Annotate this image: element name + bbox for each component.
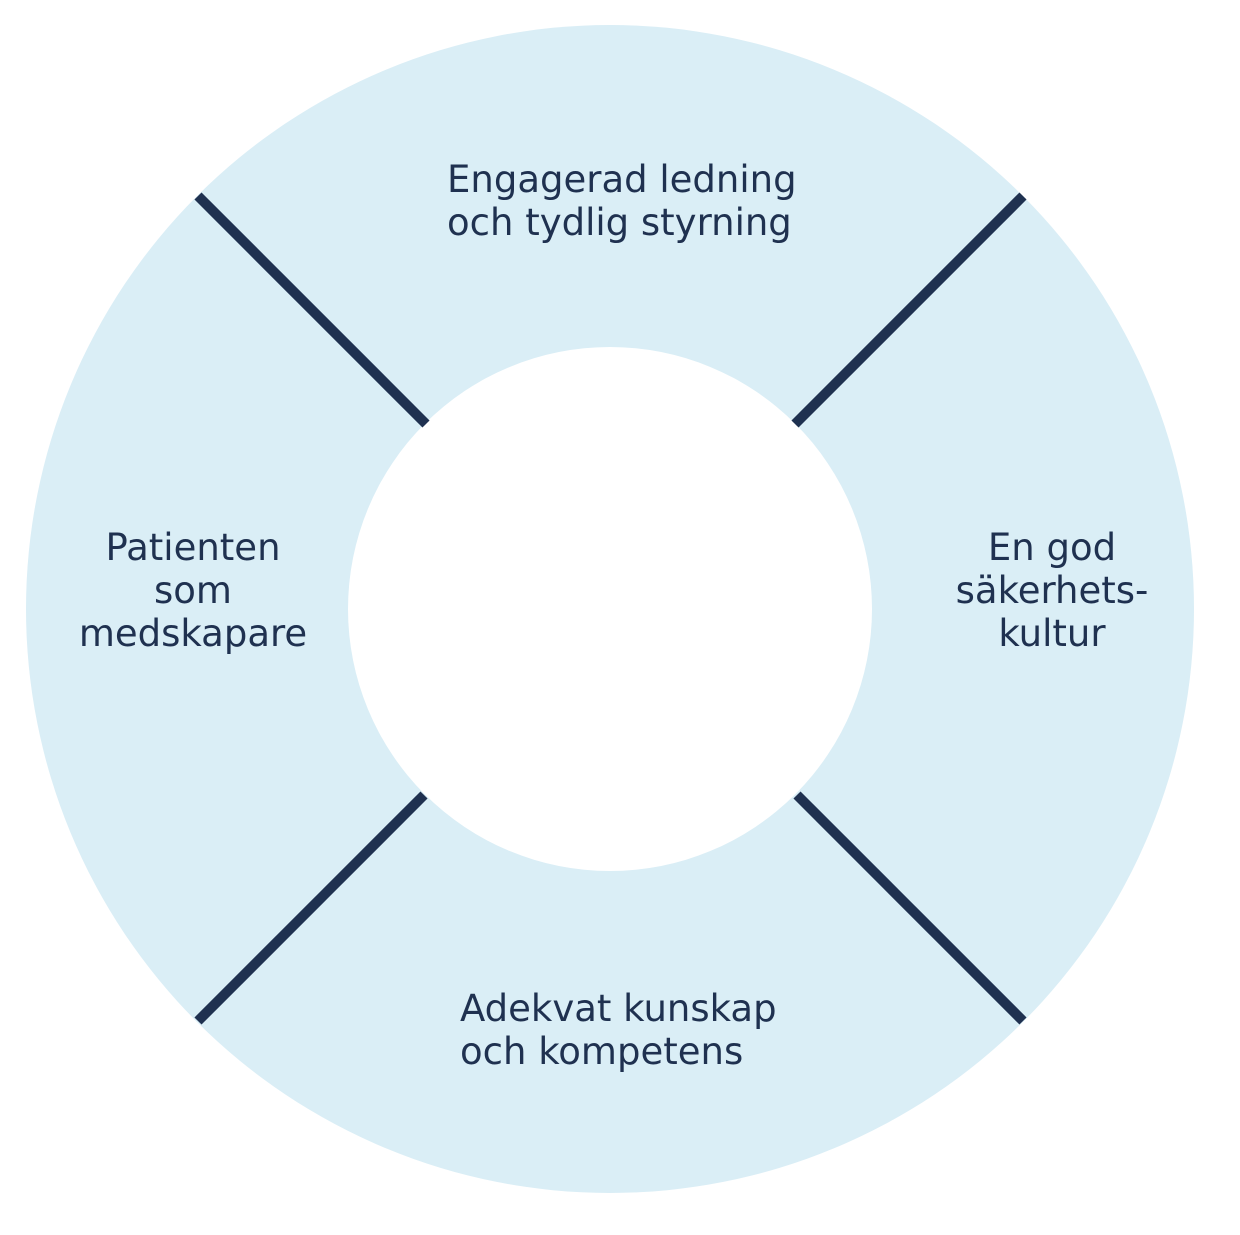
divider-bottom-left [194,791,428,1025]
divider-bottom-right [793,791,1027,1025]
segment-label-line: Engagerad ledning [447,158,797,201]
segment-label-bottom: Adekvat kunskap och kompetens [460,987,777,1073]
divider-top-left [194,192,430,428]
segment-label-line: kultur [998,612,1106,655]
segment-label-line: Adekvat kunskap [460,987,777,1030]
center-hole [348,347,872,871]
segment-label-line: säkerhets- [955,569,1149,612]
segment-label-line: som [154,569,232,612]
segment-label-line: En god [987,526,1117,569]
segment-label-line: och tydlig styrning [447,201,792,244]
segment-label-line: Patienten [105,526,281,569]
divider-top-right [791,192,1027,428]
segment-label-top: Engagerad ledning och tydlig styrning [447,158,797,244]
segment-label-line: och kompetens [460,1030,744,1073]
segment-label-line: medskapare [78,612,308,655]
